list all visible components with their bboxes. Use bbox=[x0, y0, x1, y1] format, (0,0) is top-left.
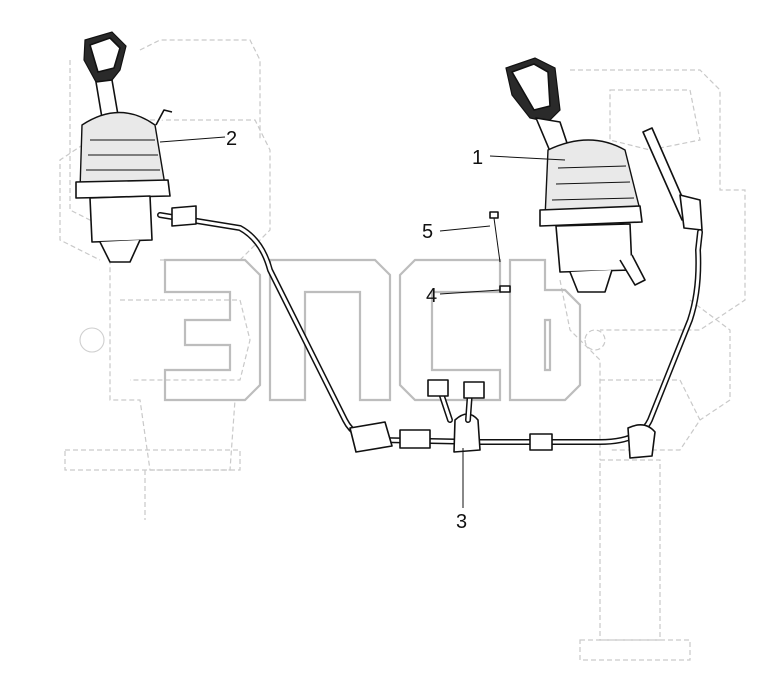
leader-lines bbox=[159, 136, 566, 508]
bolt-head bbox=[489, 211, 499, 219]
callout-1: 1 bbox=[472, 147, 483, 169]
bolt-shank bbox=[493, 217, 501, 263]
left-joystick bbox=[75, 31, 173, 263]
callout-labels: 2 1 5 4 3 bbox=[226, 128, 483, 533]
callout-3: 3 bbox=[456, 511, 467, 533]
right-joystick bbox=[505, 57, 703, 293]
callout-4: 4 bbox=[426, 285, 437, 307]
watermark-logo bbox=[163, 258, 582, 402]
cable-harness bbox=[157, 205, 703, 459]
washer bbox=[499, 285, 511, 293]
background-ghost-structure bbox=[59, 39, 746, 661]
callout-5: 5 bbox=[422, 221, 433, 243]
callout-2: 2 bbox=[226, 128, 237, 150]
